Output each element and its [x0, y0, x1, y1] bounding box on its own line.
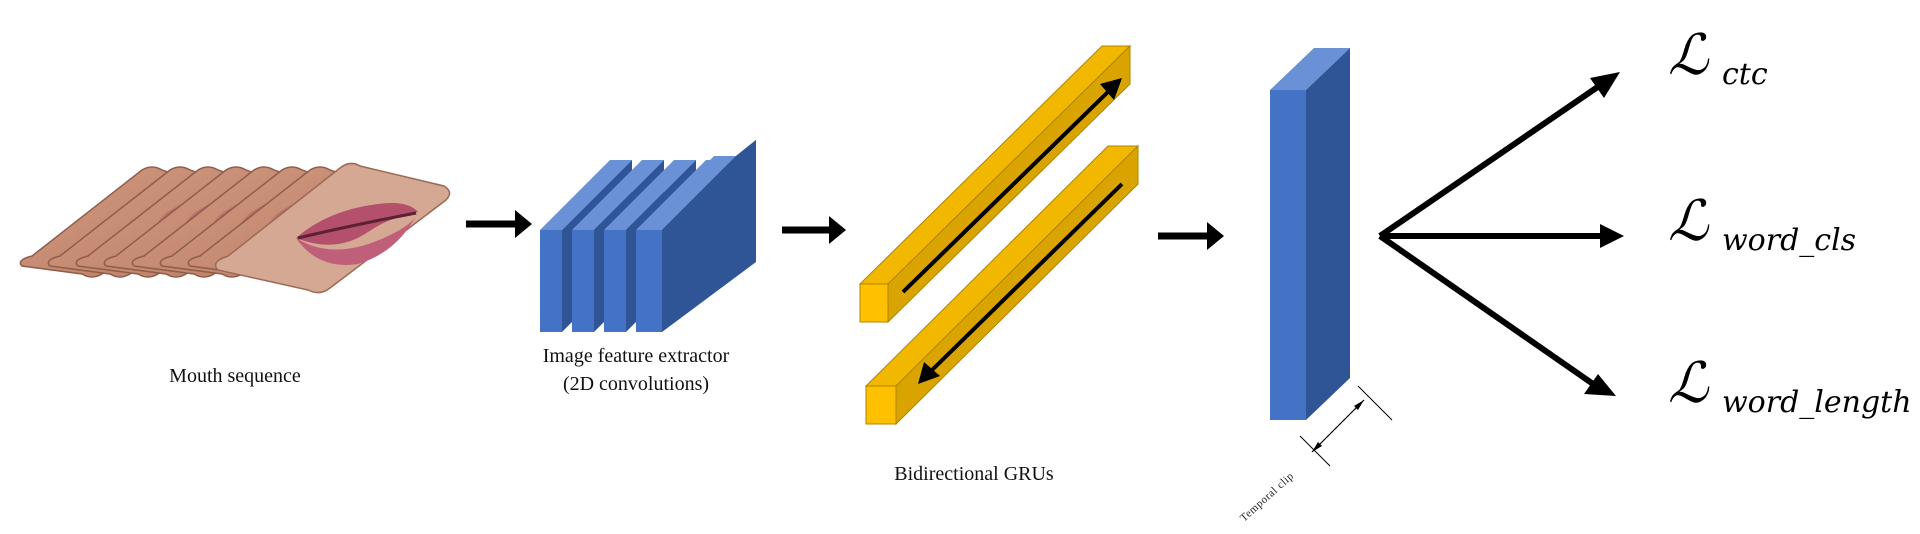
loss-symbol: ℒ	[1668, 351, 1710, 416]
arrow-to-ctc	[1378, 81, 1604, 239]
feature-extractor-label-line2: (2D convolutions)	[563, 373, 709, 395]
lower-lip	[296, 212, 418, 265]
output-arrows	[1378, 72, 1624, 396]
temporal-feature-column	[1270, 48, 1350, 420]
mouth-frame-front	[214, 162, 451, 294]
loss-word-cls: ℒ word_cls	[1668, 189, 1856, 258]
loss-subscript: ctc	[1722, 57, 1768, 92]
temporal-clip-dimension	[1299, 385, 1393, 467]
mouth-sequence-label: Mouth sequence	[169, 365, 301, 387]
loss-symbol: ℒ	[1668, 189, 1710, 254]
arrow-2-head	[829, 216, 846, 244]
feature-extractor-label-line1: Image feature extractor	[543, 345, 730, 367]
gru-backward-arrow	[926, 182, 1124, 376]
arrow-1-head	[515, 210, 532, 238]
loss-ctc: ℒ ctc	[1668, 23, 1768, 92]
gru-label: Bidirectional GRUs	[894, 463, 1054, 485]
loss-word-length: ℒ word_length	[1668, 351, 1912, 420]
arrow-to-word-length	[1378, 233, 1598, 389]
mouth-line	[297, 211, 417, 240]
arrow-3-head	[1207, 222, 1224, 250]
temporal-clip-label: Temporal clip	[1238, 470, 1296, 524]
loss-subscript: word_length	[1722, 385, 1912, 420]
loss-subscript: word_cls	[1722, 223, 1856, 258]
gru-backward-bar	[864, 144, 1140, 426]
conv-slab-last	[640, 140, 756, 332]
gru-forward-bar	[858, 44, 1132, 324]
conv-blocks	[540, 140, 756, 332]
gru-forward-arrow	[901, 86, 1114, 294]
loss-symbol: ℒ	[1668, 23, 1710, 88]
mouth-sequence-stack	[19, 162, 451, 294]
